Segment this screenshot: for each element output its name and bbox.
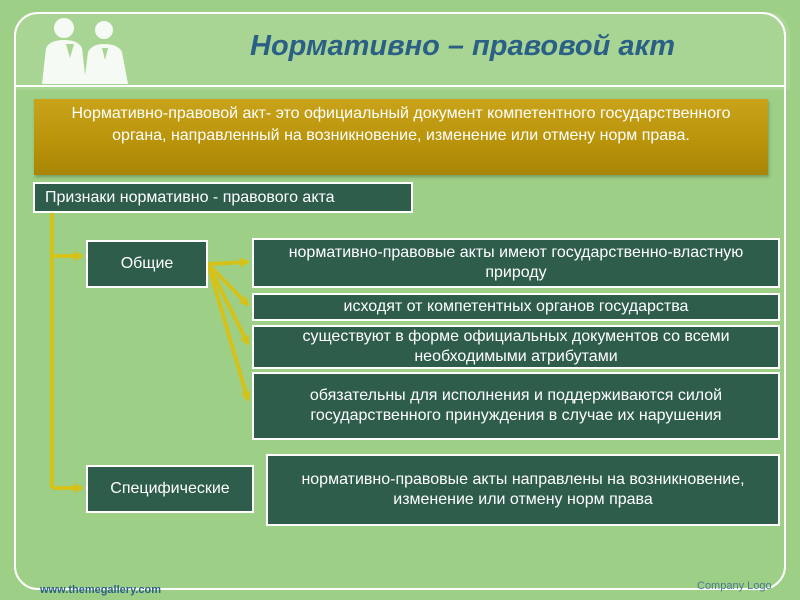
category-common: Общие <box>86 240 208 288</box>
arrow-to-item-1 <box>207 257 250 268</box>
signs-heading: Признаки нормативно - правового акта <box>33 182 413 213</box>
slide-frame <box>14 12 786 590</box>
common-item: нормативно-правовые акты имеют государст… <box>252 238 780 288</box>
common-item: исходят от компетентных органов государс… <box>252 293 780 321</box>
header-divider <box>14 85 786 87</box>
page-title: Нормативно – правовой акт <box>250 30 676 62</box>
common-item: существуют в форме официальных документо… <box>252 325 780 369</box>
category-specific: Специфические <box>86 465 254 513</box>
header-band <box>14 12 790 90</box>
specific-item: нормативно-правовые акты направлены на в… <box>266 454 780 526</box>
arrow-to-item-3 <box>206 263 250 346</box>
company-logo-text: Company Logo <box>697 580 772 592</box>
common-item: обязательны для исполнения и поддерживаю… <box>252 372 780 440</box>
definition-box: Нормативно-правовой акт- это официальный… <box>34 99 768 175</box>
people-silhouette-logo <box>42 18 128 84</box>
footer-url: www.themegallery.com <box>40 584 162 596</box>
arrow-to-item-2 <box>206 262 250 307</box>
arrow-to-item-4 <box>206 263 251 402</box>
